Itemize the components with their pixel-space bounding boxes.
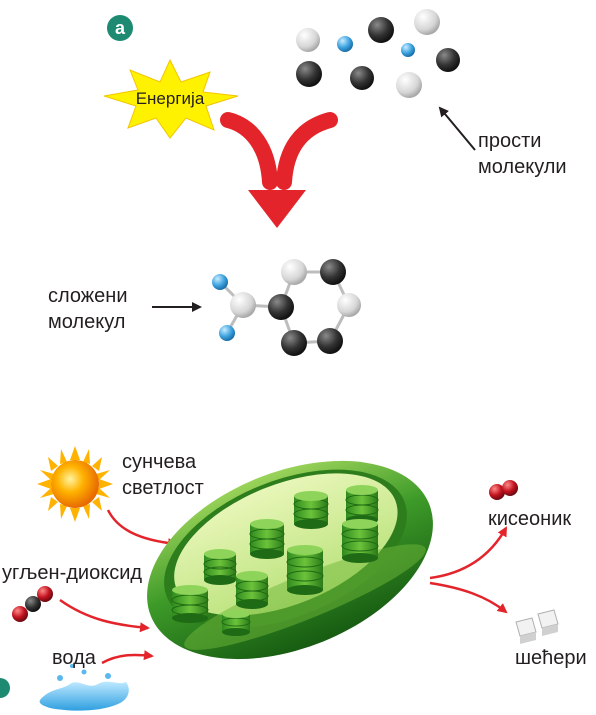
- sugars-label: шећери: [515, 647, 587, 669]
- oxygen-molecule-icon: [489, 480, 518, 500]
- simple-molecules: [296, 9, 460, 98]
- svg-text:a: a: [115, 18, 126, 38]
- complex-molecule-label: сложени молекул: [48, 285, 128, 333]
- complex-molecule: [212, 259, 361, 356]
- water-splash-icon: [39, 664, 129, 711]
- water-label: вода: [52, 647, 96, 669]
- oxygen-label: кисеоник: [488, 508, 572, 530]
- simple-molecules-pointer: [438, 106, 476, 151]
- output-arrows: [429, 526, 508, 614]
- thylakoid-stacks: [171, 485, 379, 636]
- red-merge-arrow: [220, 112, 338, 228]
- simple-molecules-label: прости молекули: [478, 130, 567, 178]
- co2-molecule-icon: [12, 586, 53, 622]
- input-arrows: [59, 509, 178, 665]
- energy-star: Енергија: [103, 58, 239, 139]
- badge-b-partial: [0, 678, 10, 698]
- chloroplast: [147, 460, 433, 660]
- sugar-cubes-icon: [515, 609, 559, 644]
- sunlight-label: сунчева светлост: [122, 451, 204, 499]
- co2-label: угљен-диоксид: [2, 562, 143, 584]
- badge-a: a: [107, 15, 133, 41]
- sun-icon: [37, 446, 113, 522]
- svg-text:Енергија: Енергија: [136, 89, 205, 108]
